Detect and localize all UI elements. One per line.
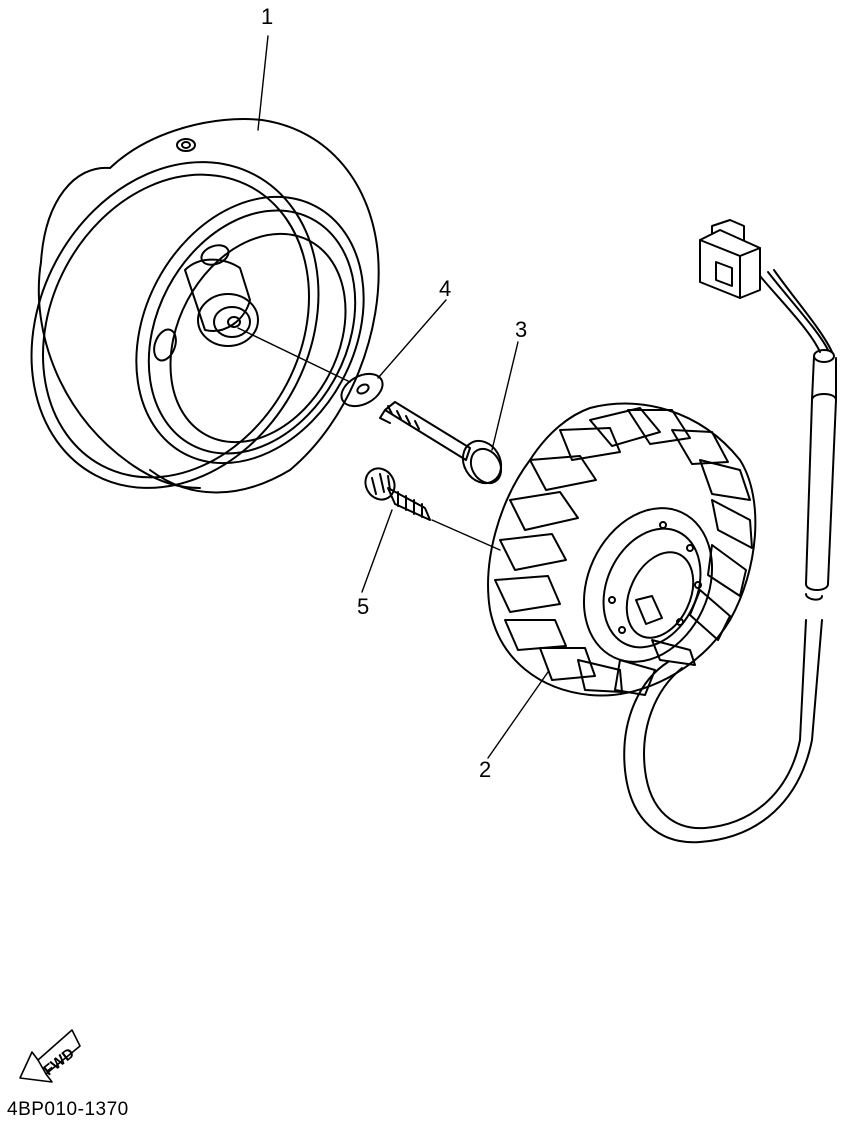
stator-lead-wire xyxy=(623,269,837,844)
diagram-reference-code: 4BP010-1370 xyxy=(7,1099,129,1120)
callout-leaders xyxy=(257,35,549,759)
callout-number-2: 2 xyxy=(479,757,492,782)
callout-number-3: 3 xyxy=(515,317,528,342)
callout-number-4: 4 xyxy=(439,276,452,301)
rotor-outer-rim xyxy=(30,161,320,489)
leader-5 xyxy=(361,509,393,593)
rotor-hub xyxy=(197,293,259,347)
stator-assembly xyxy=(487,402,757,697)
rotor-top-hole xyxy=(176,138,196,152)
fwd-arrow-icon xyxy=(19,1029,81,1083)
screw xyxy=(364,467,431,521)
washer xyxy=(340,372,384,408)
leader-2 xyxy=(487,671,549,759)
leader-4 xyxy=(377,299,447,379)
leader-1 xyxy=(257,35,269,131)
leader-3 xyxy=(491,341,519,451)
callout-number-5: 5 xyxy=(357,594,370,619)
assembly-centerline-2 xyxy=(431,519,501,551)
fwd-label: FWD xyxy=(40,1045,78,1080)
callout-number-1: 1 xyxy=(261,4,274,29)
flange-bolt xyxy=(379,401,503,485)
assembly-centerline-1 xyxy=(237,327,351,383)
flywheel-rotor xyxy=(30,118,380,494)
wire-connector xyxy=(699,219,761,299)
